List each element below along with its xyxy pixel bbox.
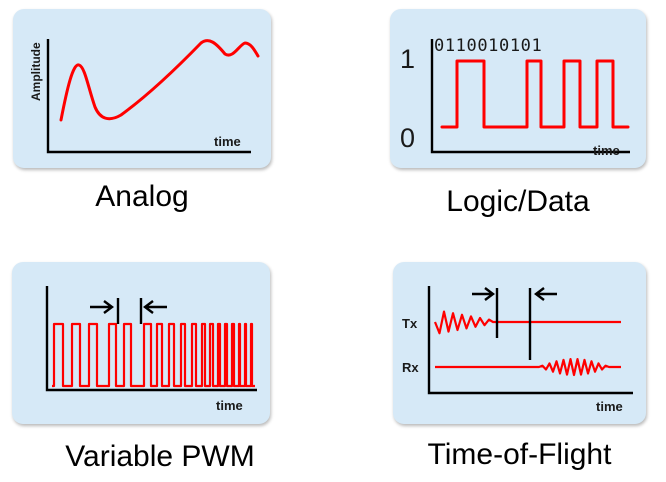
rx-label: Rx — [402, 360, 419, 375]
analog-graph: Amplitude time — [29, 39, 260, 154]
pwm-caption: Variable PWM — [65, 440, 255, 473]
tof-axes — [427, 286, 633, 395]
pwm-time-label: time — [216, 398, 243, 413]
pwm-waveform — [52, 322, 255, 388]
level-high-label: 1 — [400, 44, 415, 74]
pwm-arrow-right — [139, 298, 167, 324]
tof-graph: Tx Rx time — [402, 286, 633, 414]
tof-caption: Time-of-Flight — [427, 438, 612, 471]
logic-graph: 0110010101 1 0 time — [400, 36, 630, 158]
logic-caption: Logic/Data — [446, 185, 590, 218]
bit-sequence: 0110010101 — [434, 36, 542, 56]
analog-axes — [46, 39, 251, 154]
analog-waveform — [59, 39, 260, 122]
analog-time-label: time — [214, 134, 241, 149]
logic-panel: 0110010101 1 0 time — [390, 9, 646, 168]
level-low-label: 0 — [400, 123, 415, 153]
pwm-axes — [45, 286, 257, 392]
tof-arrow-right — [528, 287, 557, 360]
logic-time-label: time — [593, 143, 620, 158]
logic-axes — [430, 39, 630, 154]
pwm-panel: time — [12, 262, 270, 424]
tx-label: Tx — [402, 316, 418, 331]
analog-panel: Amplitude time — [13, 9, 271, 168]
tof-time-label: time — [596, 399, 623, 414]
tx-waveform — [433, 310, 621, 335]
tof-arrow-left — [472, 287, 499, 338]
analog-caption: Analog — [95, 180, 189, 213]
logic-waveform — [440, 59, 630, 129]
rx-waveform — [435, 358, 621, 377]
tof-panel: Tx Rx time — [393, 262, 646, 424]
pwm-arrow-left — [90, 298, 120, 324]
amplitude-axis-label: Amplitude — [29, 42, 43, 101]
pwm-graph: time — [45, 286, 257, 413]
